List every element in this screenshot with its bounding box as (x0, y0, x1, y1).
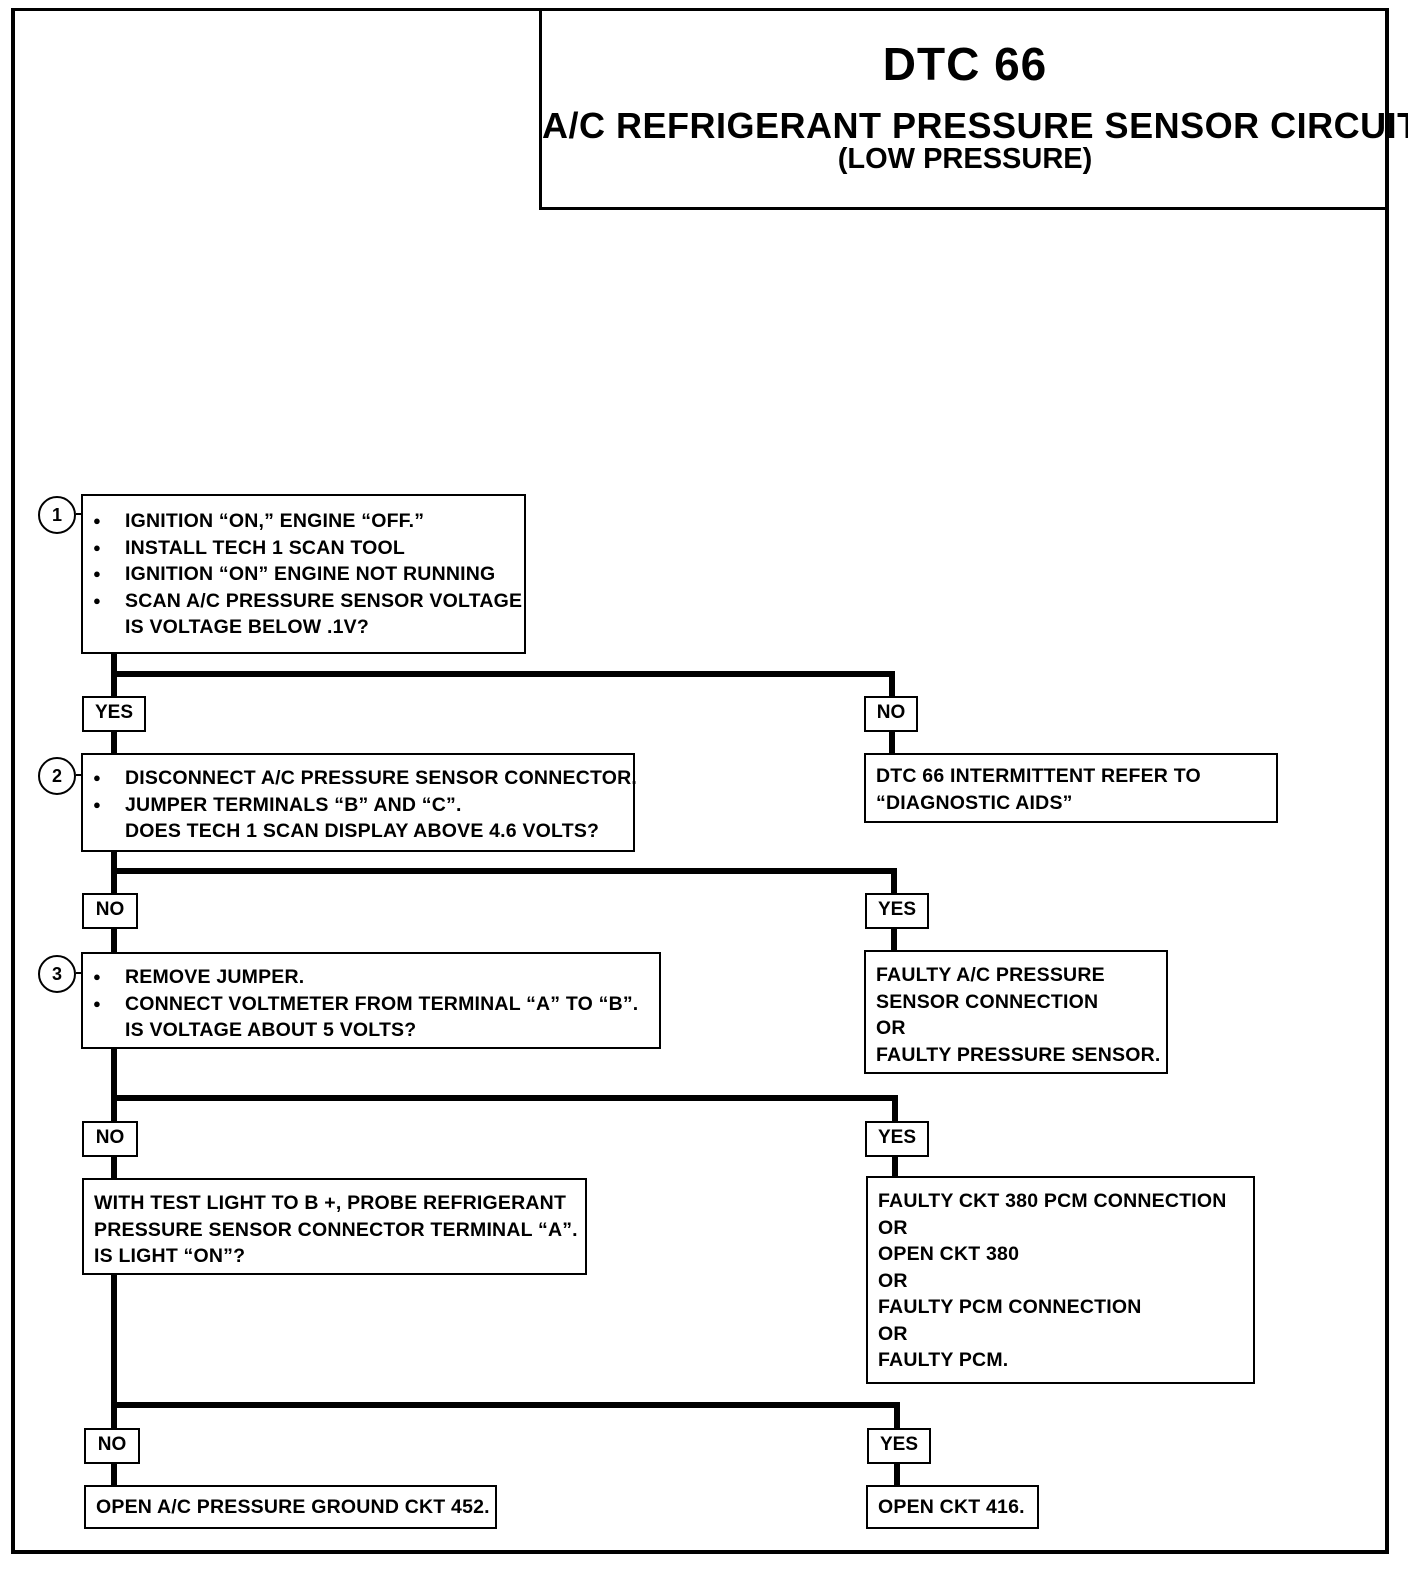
result-line: SENSOR CONNECTION (876, 990, 1099, 1013)
step-4-line: PRESSURE SENSOR CONNECTOR TERMINAL “A”. (94, 1218, 578, 1241)
result-line: OPEN CKT 416. (878, 1496, 1025, 1518)
result-line: DTC 66 INTERMITTENT REFER TO (876, 765, 1201, 787)
step-3-no-label: NO (82, 1121, 138, 1157)
result-line: FAULTY A/C PRESSURE (876, 964, 1105, 986)
step-1-bullet: IGNITION “ON” ENGINE NOT RUNNING (83, 561, 524, 588)
step-2-question: DOES TECH 1 SCAN DISPLAY ABOVE 4.6 VOLTS… (125, 820, 600, 842)
step-3-bullet: CONNECT VOLTMETER FROM TERMINAL “A” TO “… (83, 991, 659, 1018)
step-1-box: IGNITION “ON,” ENGINE “OFF.” INSTALL TEC… (81, 494, 526, 654)
step-4-yes-label: YES (867, 1428, 931, 1464)
result-faulty-sensor: FAULTY A/C PRESSURE SENSOR CONNECTION OR… (864, 950, 1168, 1074)
step-1-bullet: SCAN A/C PRESSURE SENSOR VOLTAGE (83, 588, 524, 615)
step-2-box: DISCONNECT A/C PRESSURE SENSOR CONNECTOR… (81, 753, 637, 852)
step-3-marker: 3 (38, 955, 76, 993)
step-4-line: WITH TEST LIGHT TO B +, PROBE REFRIGERAN… (94, 1192, 567, 1214)
result-open-ground: OPEN A/C PRESSURE GROUND CKT 452. (84, 1485, 497, 1529)
result-line: FAULTY PCM. (878, 1349, 1009, 1371)
result-line: “DIAGNOSTIC AIDS” (876, 791, 1073, 814)
step-3-yes-label: YES (865, 1121, 929, 1157)
step-2-no-label: NO (82, 893, 138, 929)
step-2-yes-label: YES (865, 893, 929, 929)
result-line: OR (878, 1322, 908, 1345)
step-1-bullet: INSTALL TECH 1 SCAN TOOL (83, 535, 524, 562)
step-4-no-label: NO (84, 1428, 140, 1464)
step-4-question: IS LIGHT “ON”? (94, 1245, 246, 1267)
result-line: OPEN CKT 380 (878, 1243, 1020, 1265)
diagram-frame (11, 8, 1389, 1554)
step-4-box: WITH TEST LIGHT TO B +, PROBE REFRIGERAN… (82, 1178, 587, 1275)
title-block: DTC 66 A/C REFRIGERANT PRESSURE SENSOR C… (539, 9, 1408, 210)
result-line: OR (878, 1269, 908, 1292)
step-1-question: IS VOLTAGE BELOW .1V? (125, 616, 369, 638)
result-line: OR (878, 1216, 908, 1239)
step-3-box: REMOVE JUMPER. CONNECT VOLTMETER FROM TE… (81, 952, 661, 1049)
diagram-subtitle: (LOW PRESSURE) (837, 143, 1093, 175)
diagram-title: A/C REFRIGERANT PRESSURE SENSOR CIRCUIT (542, 105, 1408, 146)
result-intermittent: DTC 66 INTERMITTENT REFER TO “DIAGNOSTIC… (864, 753, 1278, 823)
result-line: FAULTY CKT 380 PCM CONNECTION (878, 1190, 1227, 1212)
result-open-ckt-416: OPEN CKT 416. (866, 1485, 1039, 1529)
result-line: FAULTY PRESSURE SENSOR. (876, 1043, 1161, 1066)
step-2-bullet: JUMPER TERMINALS “B” AND “C”. (83, 792, 633, 819)
step-1-no-label: NO (864, 696, 918, 732)
result-faulty-pcm: FAULTY CKT 380 PCM CONNECTION OR OPEN CK… (866, 1176, 1255, 1384)
step-3-question: IS VOLTAGE ABOUT 5 VOLTS? (125, 1019, 417, 1041)
result-line: OR (876, 1017, 906, 1039)
step-1-yes-label: YES (82, 696, 146, 732)
step-1-bullet: IGNITION “ON,” ENGINE “OFF.” (83, 508, 524, 535)
dtc-code: DTC 66 (882, 38, 1048, 90)
result-line: OPEN A/C PRESSURE GROUND CKT 452. (96, 1496, 490, 1518)
step-3-bullet: REMOVE JUMPER. (83, 964, 659, 991)
result-line: FAULTY PCM CONNECTION (878, 1296, 1142, 1318)
step-1-marker: 1 (38, 496, 76, 534)
step-2-marker: 2 (38, 757, 76, 795)
step-2-bullet: DISCONNECT A/C PRESSURE SENSOR CONNECTOR… (83, 765, 637, 792)
